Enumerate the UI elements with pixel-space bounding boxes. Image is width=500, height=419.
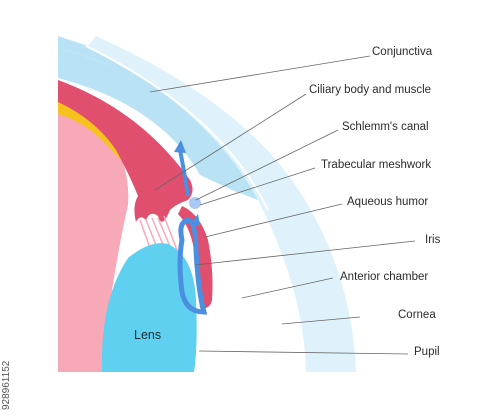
cornea-shape	[88, 36, 356, 372]
label-trabecular-meshwork: Trabecular meshwork	[321, 159, 432, 171]
leader-iris	[194, 240, 416, 266]
stock-id: 928961152	[1, 360, 12, 410]
leader-pupil	[198, 350, 409, 355]
label-cornea: Cornea	[398, 309, 436, 321]
ciliary-body-shape	[58, 80, 193, 222]
flow-arrowhead-upper	[174, 140, 186, 153]
leader-trabecular	[199, 167, 316, 206]
label-conjunctiva: Conjunctiva	[372, 46, 433, 58]
label-ciliary-body: Ciliary body and muscle	[309, 84, 432, 96]
flow-arrowhead-lower	[190, 214, 200, 226]
label-lens: Lens	[134, 328, 162, 342]
label-pupil: Pupil	[414, 346, 440, 358]
label-anterior-chamber: Anterior chamber	[340, 271, 429, 283]
retina-layer	[58, 110, 129, 372]
leader-cornea	[281, 316, 361, 325]
leader-ciliary	[154, 93, 307, 191]
label-schlemms-canal: Schlemm's canal	[342, 121, 429, 133]
leader-lines	[149, 55, 416, 355]
leader-schlemm	[195, 129, 339, 201]
conjunctiva-shape	[85, 45, 269, 211]
leader-conjunctiva	[149, 55, 371, 93]
leader-anterior	[241, 277, 334, 299]
trabecular-meshwork-shape	[189, 197, 201, 209]
aqueous-flow-arrow	[177, 217, 208, 315]
label-aqueous-humor: Aqueous humor	[347, 196, 429, 208]
sclera-lower	[58, 48, 232, 190]
leader-aqueous	[204, 203, 343, 238]
label-iris: Iris	[425, 234, 441, 246]
choroid-band	[58, 100, 126, 160]
sclera-shape	[58, 36, 258, 200]
lens-shape	[101, 243, 197, 372]
